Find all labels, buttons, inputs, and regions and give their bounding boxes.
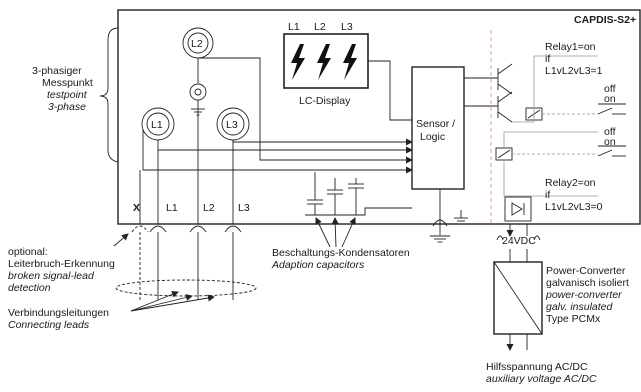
lead-x-label: X [133,202,140,214]
svg-text:Messpunkt: Messpunkt [42,77,93,89]
svg-text:galv. insulated: galv. insulated [546,301,614,313]
relay1-transistor [497,63,513,95]
device-name: CAPDIS-S2+ [574,14,636,26]
lightning-icon-l1 [291,44,305,80]
svg-text:broken signal-lead: broken signal-lead [8,270,95,282]
device-housing [117,9,641,225]
relay2-contacts: off on [597,126,626,157]
relay2-on-label: on [604,136,616,148]
svg-text:Relay2=on: Relay2=on [545,177,596,189]
lead-l2-label: L2 [203,202,215,214]
relay1-contacts: off on [597,83,626,115]
lc-display-caption: LC-Display [299,95,351,107]
testpoint-l1-label: L1 [151,119,163,131]
svg-text:Relay1=on: Relay1=on [545,41,596,53]
aux-supply-note: Hilfsspannung AC/DC auxiliary voltage AC… [486,361,597,385]
display-phase-l2: L2 [314,21,326,33]
testpoint-l2-label: L2 [191,38,203,50]
sensor-logic-label-1: Sensor / [416,118,455,130]
svg-text:Leiterbruch-Erkennung: Leiterbruch-Erkennung [8,258,115,270]
relay1-note: Relay1=on if L1vL2vL3=1 [545,41,603,77]
svg-text:detection: detection [8,282,51,294]
relay2-transistor [497,91,513,123]
sensor-logic-block [411,66,465,190]
svg-text:Type PCMx: Type PCMx [546,313,601,325]
capacitor-note: Beschaltungs-Kondensatoren Adaption capa… [271,247,410,271]
display-phase-l3: L3 [341,21,353,33]
relay1-off-label: off [604,83,616,95]
svg-text:3-phasiger: 3-phasiger [32,65,82,77]
connecting-leads: X L1 L2 L3 [115,202,257,312]
svg-text:Adaption capacitors: Adaption capacitors [271,259,365,271]
svg-text:if: if [545,189,550,201]
ground-icon-internal [454,210,468,225]
ground-connection [430,189,450,243]
svg-text:3-phase: 3-phase [48,101,86,113]
testpoint-brace [99,27,119,163]
svg-text:optional:: optional: [8,246,48,258]
svg-text:Connecting leads: Connecting leads [8,319,90,331]
sensor-logic-label-2: Logic [420,131,445,143]
svg-text:galvanisch isoliert: galvanisch isoliert [546,277,629,289]
testpoint-l3: L3 [216,107,250,141]
lightning-icon-l3 [343,44,357,80]
optional-detection-note: optional: Leiterbruch-Erkennung broken s… [8,246,115,294]
svg-text:auxiliary voltage AC/DC: auxiliary voltage AC/DC [486,373,597,385]
svg-text:testpoint: testpoint [47,89,88,101]
relay2-off-label: off [604,126,616,138]
relay2-note: Relay2=on if L1vL2vL3=0 [545,177,603,213]
rectifier-block [504,196,532,222]
testpoint-l3-label: L3 [226,119,238,131]
power-converter-note: Power-Converter galvanisch isoliert powe… [545,265,629,325]
display-phase-l1: L1 [288,21,300,33]
svg-text:L1vL2vL3=1: L1vL2vL3=1 [545,65,603,77]
lightning-icon-l2 [317,44,331,80]
svg-text:Verbindungsleitungen: Verbindungsleitungen [8,307,109,319]
svg-text:power-converter: power-converter [545,289,622,301]
lead-l1-label: L1 [166,202,178,214]
lead-l3-label: L3 [238,202,250,214]
adaption-capacitors [305,172,412,216]
testpoint-l1: L1 [141,107,175,141]
svg-text:Beschaltungs-Kondensatoren: Beschaltungs-Kondensatoren [272,247,410,259]
diode-icon [511,202,525,216]
svg-text:L1vL2vL3=0: L1vL2vL3=0 [545,201,603,213]
lead-bundle-ellipse [115,279,257,297]
connecting-leads-note: Verbindungsleitungen Connecting leads [8,307,109,331]
svg-text:Hilfsspannung AC/DC: Hilfsspannung AC/DC [486,361,588,373]
svg-text:Power-Converter: Power-Converter [546,265,626,277]
lc-display: L1 L2 L3 LC-Display [283,21,369,107]
svg-text:if: if [545,53,550,65]
testpoint-note: 3-phasiger Messpunkt testpoint 3-phase [32,65,93,113]
relay1-on-label: on [604,93,616,105]
voltage-label: 24VDC [502,235,536,247]
